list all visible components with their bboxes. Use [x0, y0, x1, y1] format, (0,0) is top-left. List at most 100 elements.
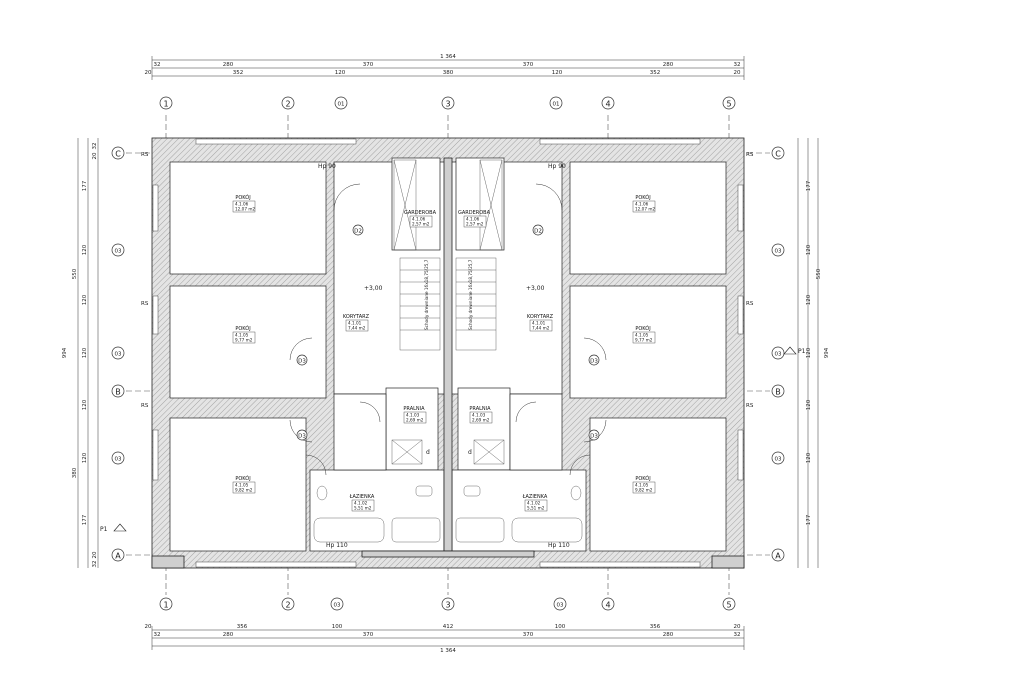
- svg-text:POKÓJ: POKÓJ: [635, 194, 650, 201]
- room-tag: ŁAZIENKA 4.1.02 5,51 m2: [522, 494, 548, 512]
- svg-text:356: 356: [237, 624, 248, 630]
- svg-text:POKÓJ: POKÓJ: [635, 475, 650, 482]
- room-tag: GARDEROBA 4.1.06 2,57 m2: [404, 210, 437, 228]
- svg-text:GARDEROBA: GARDEROBA: [404, 210, 437, 216]
- svg-text:4.1.06: 4.1.06: [412, 217, 426, 222]
- svg-text:4.1.01: 4.1.01: [532, 321, 546, 326]
- svg-text:20: 20: [145, 70, 152, 76]
- svg-text:RS: RS: [746, 403, 754, 409]
- svg-text:280: 280: [663, 632, 674, 638]
- svg-text:2,57 m2: 2,57 m2: [412, 222, 430, 227]
- room-tag: GARDEROBA 4.1.06 2,57 m2: [458, 210, 491, 228]
- svg-text:2,57 m2: 2,57 m2: [466, 222, 484, 227]
- svg-text:32: 32: [154, 632, 161, 638]
- axis-bubbles-right: C 03 03 B 03 A: [771, 146, 785, 562]
- svg-text:380: 380: [443, 70, 454, 76]
- svg-text:280: 280: [223, 62, 234, 68]
- svg-text:5: 5: [726, 100, 731, 109]
- level-mark-right: +3,00: [526, 285, 545, 292]
- svg-text:D3: D3: [298, 434, 306, 440]
- svg-text:03: 03: [115, 457, 122, 463]
- bottom-total-dim: 1 364: [440, 648, 456, 654]
- room-tag: POKÓJ 4.1.05 9,82 m2: [232, 475, 256, 494]
- svg-text:120: 120: [806, 399, 812, 410]
- svg-text:1: 1: [163, 601, 168, 610]
- svg-text:100: 100: [332, 624, 343, 630]
- svg-text:120: 120: [82, 399, 88, 410]
- room-tag: ŁAZIENKA 4.1.02 5,51 m2: [349, 494, 375, 512]
- svg-text:120: 120: [806, 452, 812, 463]
- staircases: Schody drewniane 16x18,75/25,7 Schody dr…: [399, 257, 497, 351]
- svg-text:20: 20: [92, 152, 98, 159]
- svg-text:280: 280: [663, 62, 674, 68]
- svg-text:120: 120: [552, 70, 563, 76]
- svg-text:2: 2: [285, 601, 290, 610]
- svg-text:POKÓJ: POKÓJ: [235, 475, 250, 482]
- svg-text:GARDEROBA: GARDEROBA: [458, 210, 491, 216]
- section-mark-left: P1: [100, 526, 108, 533]
- svg-text:POKÓJ: POKÓJ: [235, 325, 250, 332]
- windows: [152, 138, 744, 568]
- svg-text:D3: D3: [590, 359, 598, 365]
- room-tag: POKÓJ 4.1.06 12,07 m2: [232, 194, 255, 213]
- svg-text:4.1.02: 4.1.02: [527, 501, 541, 506]
- svg-text:994: 994: [824, 347, 830, 358]
- svg-text:4.1.06: 4.1.06: [635, 202, 649, 207]
- svg-text:32: 32: [734, 62, 741, 68]
- svg-text:370: 370: [523, 632, 534, 638]
- svg-text:4.1.06: 4.1.06: [235, 202, 249, 207]
- svg-text:352: 352: [650, 70, 661, 76]
- section-mark-right: P1: [798, 348, 806, 355]
- svg-text:C: C: [775, 150, 781, 159]
- svg-text:POKÓJ: POKÓJ: [235, 194, 250, 201]
- svg-text:4: 4: [605, 100, 610, 109]
- svg-text:356: 356: [650, 624, 661, 630]
- room-tag: PRALNIA 4.1.03 2,69 m2: [403, 406, 427, 424]
- svg-text:4.1.06: 4.1.06: [466, 217, 480, 222]
- svg-text:4.1.01: 4.1.01: [348, 321, 362, 326]
- svg-text:03: 03: [334, 603, 341, 609]
- svg-text:RS: RS: [141, 152, 149, 158]
- svg-text:177: 177: [82, 514, 88, 525]
- svg-text:Hp 90: Hp 90: [548, 163, 566, 170]
- svg-text:B: B: [115, 388, 121, 397]
- svg-text:RS: RS: [746, 152, 754, 158]
- svg-text:PRALNIA: PRALNIA: [403, 406, 425, 412]
- room-tags: POKÓJ 4.1.06 12,07 m2 POKÓJ 4.1.05 9,77 …: [232, 194, 656, 512]
- svg-text:RS: RS: [141, 301, 149, 307]
- svg-text:4.1.02: 4.1.02: [354, 501, 368, 506]
- svg-text:120: 120: [82, 294, 88, 305]
- level-mark-left: +3,00: [364, 285, 383, 292]
- room-tag: KORYTARZ 4.1.01 7,44 m2: [343, 314, 370, 332]
- svg-text:KORYTARZ: KORYTARZ: [527, 314, 554, 320]
- svg-text:380: 380: [72, 467, 78, 478]
- svg-text:4.1.05: 4.1.05: [635, 333, 649, 338]
- svg-text:9,82 m2: 9,82 m2: [635, 488, 653, 493]
- axis-bubbles-top: 1 2 01 3 01 4 5: [159, 96, 736, 110]
- svg-text:20: 20: [734, 70, 741, 76]
- svg-text:KORYTARZ: KORYTARZ: [343, 314, 370, 320]
- svg-text:D2: D2: [354, 229, 362, 235]
- svg-text:RS: RS: [141, 403, 149, 409]
- svg-text:ŁAZIENKA: ŁAZIENKA: [349, 494, 375, 500]
- svg-text:Hp 110: Hp 110: [548, 542, 570, 549]
- svg-text:32: 32: [734, 632, 741, 638]
- svg-text:01: 01: [338, 102, 345, 108]
- axis-bubbles-bottom: 1 2 03 3 03 4 5: [159, 597, 736, 611]
- room-tag: POKÓJ 4.1.05 9,77 m2: [632, 325, 656, 344]
- misc-labels: Hp 90 Hp 90 Hp 110 Hp 110 RS RS RS RS RS…: [141, 152, 754, 549]
- svg-text:412: 412: [443, 624, 454, 630]
- svg-text:03: 03: [115, 249, 122, 255]
- svg-text:2,69 m2: 2,69 m2: [472, 418, 490, 423]
- svg-text:370: 370: [363, 62, 374, 68]
- svg-text:01: 01: [553, 102, 560, 108]
- svg-text:32: 32: [92, 561, 98, 568]
- svg-text:9,77 m2: 9,77 m2: [635, 338, 653, 343]
- fixtures: [313, 159, 583, 543]
- svg-text:3: 3: [445, 601, 450, 610]
- svg-text:550: 550: [72, 268, 78, 279]
- svg-text:A: A: [115, 552, 121, 561]
- svg-text:120: 120: [806, 244, 812, 255]
- svg-text:120: 120: [806, 294, 812, 305]
- svg-text:5,51 m2: 5,51 m2: [527, 506, 545, 511]
